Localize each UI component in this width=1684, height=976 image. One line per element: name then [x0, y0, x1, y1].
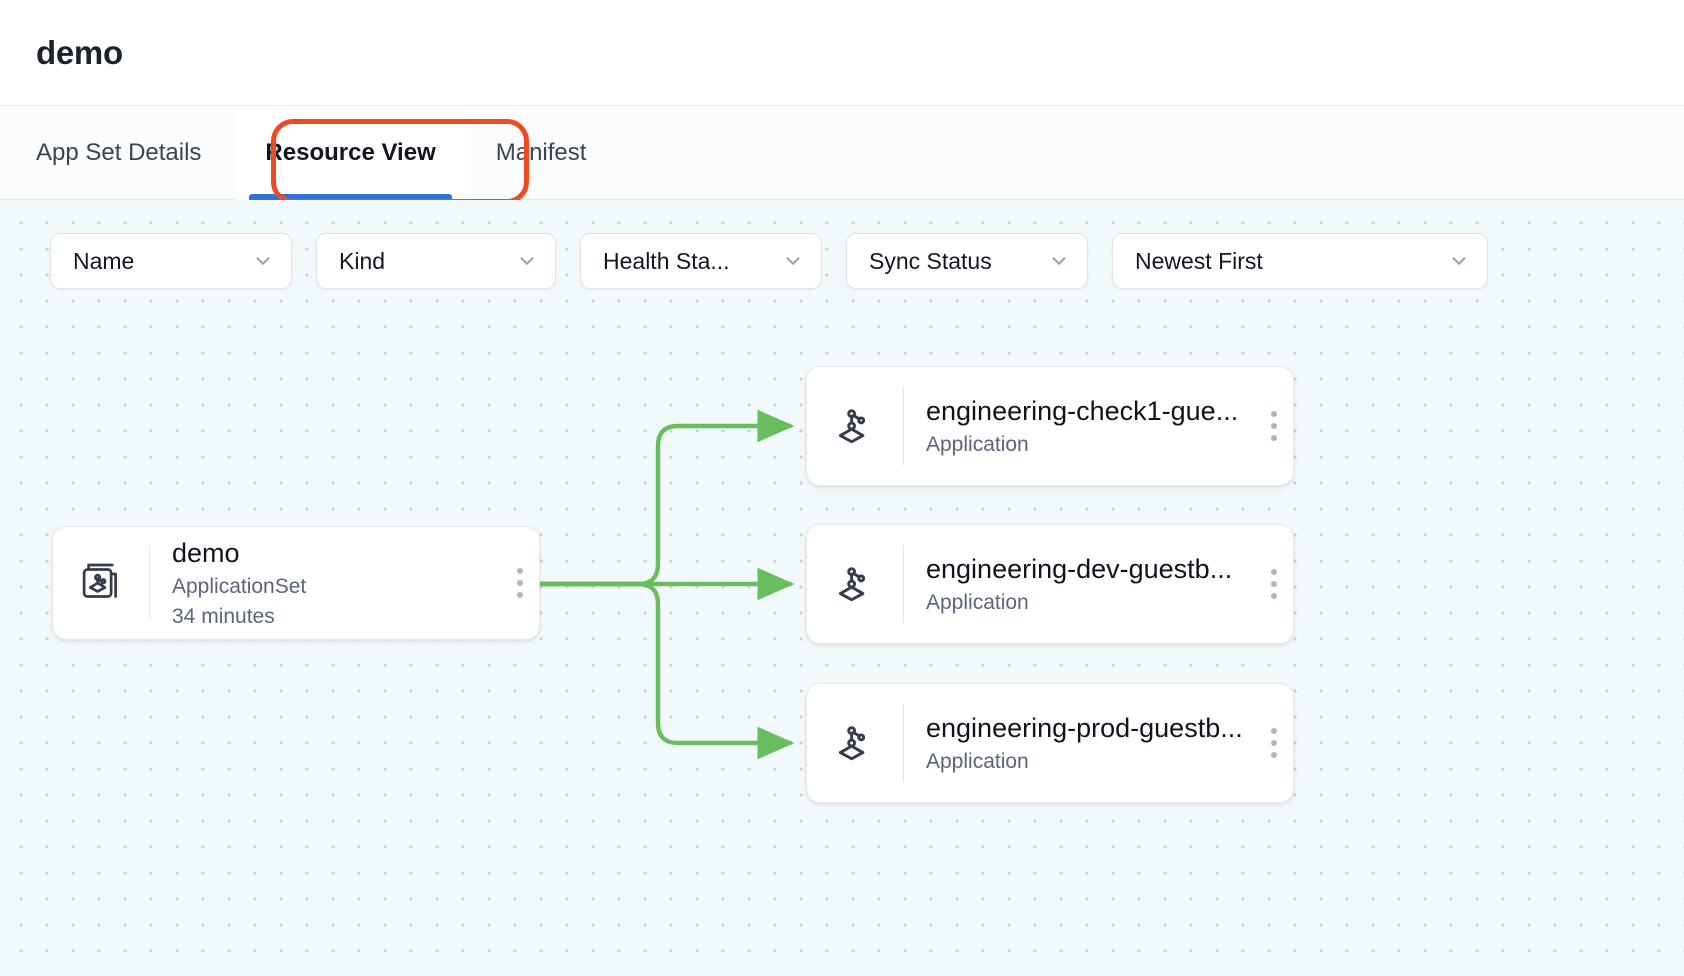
page-title: demo: [36, 33, 123, 71]
resource-graph-canvas[interactable]: Name Kind Health Sta... Sync Status: [0, 200, 1684, 976]
kebab-menu-icon[interactable]: [1255, 525, 1293, 643]
filter-health-status[interactable]: Health Sta...: [580, 233, 822, 289]
node-body: engineering-check1-gue... Application: [904, 395, 1255, 458]
filter-health-status-label: Health Sta...: [603, 247, 730, 274]
node-divider: [903, 387, 904, 465]
filter-kind[interactable]: Kind: [316, 233, 556, 289]
node-application-3[interactable]: engineering-prod-guestb... Application: [806, 683, 1294, 803]
applicationset-icon: [53, 556, 149, 610]
node-body: engineering-prod-guestb... Application: [904, 712, 1255, 775]
edge-root-to-app-1: [537, 409, 795, 587]
node-body: demo ApplicationSet 34 minutes: [150, 537, 501, 630]
tab-label: Resource View: [265, 138, 436, 166]
page-header: demo: [0, 0, 1684, 106]
kebab-menu-icon[interactable]: [1255, 367, 1293, 485]
chevron-down-icon: [1452, 257, 1466, 265]
chevron-down-icon: [520, 257, 534, 265]
node-title: engineering-prod-guestb...: [926, 712, 1243, 743]
application-icon: [807, 716, 903, 770]
graph-layer: demo ApplicationSet 34 minutes: [0, 200, 1684, 976]
filter-kind-label: Kind: [339, 247, 386, 274]
node-title: engineering-check1-gue...: [926, 395, 1239, 426]
filter-sort-order[interactable]: Newest First: [1112, 233, 1488, 289]
filter-bar: Name Kind Health Sta... Sync Status: [50, 233, 1488, 289]
chevron-down-icon: [1052, 257, 1066, 265]
node-kind: Application: [926, 750, 1029, 774]
edge-root-to-app-3: [537, 581, 795, 760]
node-kind: Application: [926, 591, 1029, 615]
filter-name-label: Name: [73, 247, 135, 274]
node-divider: [149, 547, 150, 619]
tab-bar: App Set Details Resource View Manifest: [0, 105, 1684, 204]
tab-label: Manifest: [495, 138, 587, 166]
tab-manifest[interactable]: Manifest: [466, 106, 617, 200]
application-icon: [807, 399, 903, 453]
kebab-menu-icon[interactable]: [501, 527, 539, 639]
node-application-2[interactable]: engineering-dev-guestb... Application: [806, 524, 1294, 644]
chevron-down-icon: [786, 257, 800, 265]
filter-sync-status-label: Sync Status: [869, 247, 992, 274]
tab-app-set-details[interactable]: App Set Details: [36, 106, 235, 200]
tab-label: App Set Details: [36, 138, 202, 166]
node-application-1[interactable]: engineering-check1-gue... Application: [806, 366, 1294, 486]
tab-resource-view[interactable]: Resource View: [235, 105, 466, 200]
node-kind: Application: [926, 433, 1029, 457]
chevron-down-icon: [256, 257, 270, 265]
node-body: engineering-dev-guestb... Application: [904, 553, 1255, 616]
node-divider: [903, 545, 904, 623]
kebab-menu-icon[interactable]: [1255, 684, 1293, 802]
node-title: engineering-dev-guestb...: [926, 553, 1233, 584]
node-divider: [903, 704, 904, 782]
application-icon: [807, 557, 903, 611]
node-kind: ApplicationSet: [172, 575, 307, 598]
node-age: 34 minutes: [172, 605, 275, 629]
filter-sort-order-label: Newest First: [1135, 247, 1263, 274]
node-applicationset-demo[interactable]: demo ApplicationSet 34 minutes: [52, 526, 540, 640]
node-title: demo: [172, 537, 240, 568]
filter-name[interactable]: Name: [50, 233, 292, 289]
filter-sync-status[interactable]: Sync Status: [846, 233, 1088, 289]
